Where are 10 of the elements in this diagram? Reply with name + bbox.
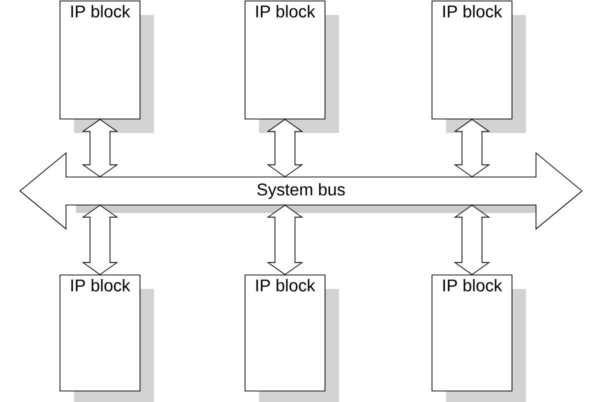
ip-block: IP block <box>60 274 154 402</box>
ip-block: IP block <box>244 274 339 402</box>
node-label: System bus <box>257 183 345 199</box>
ip-block: IP block <box>432 0 526 133</box>
node-label: IP block <box>256 278 316 292</box>
ip-block: IP block <box>60 0 154 133</box>
node-label: IP block <box>71 278 130 292</box>
ip-block: IP block <box>244 0 339 133</box>
ip-block: IP block <box>432 274 526 402</box>
node-label: IP block <box>443 278 502 292</box>
